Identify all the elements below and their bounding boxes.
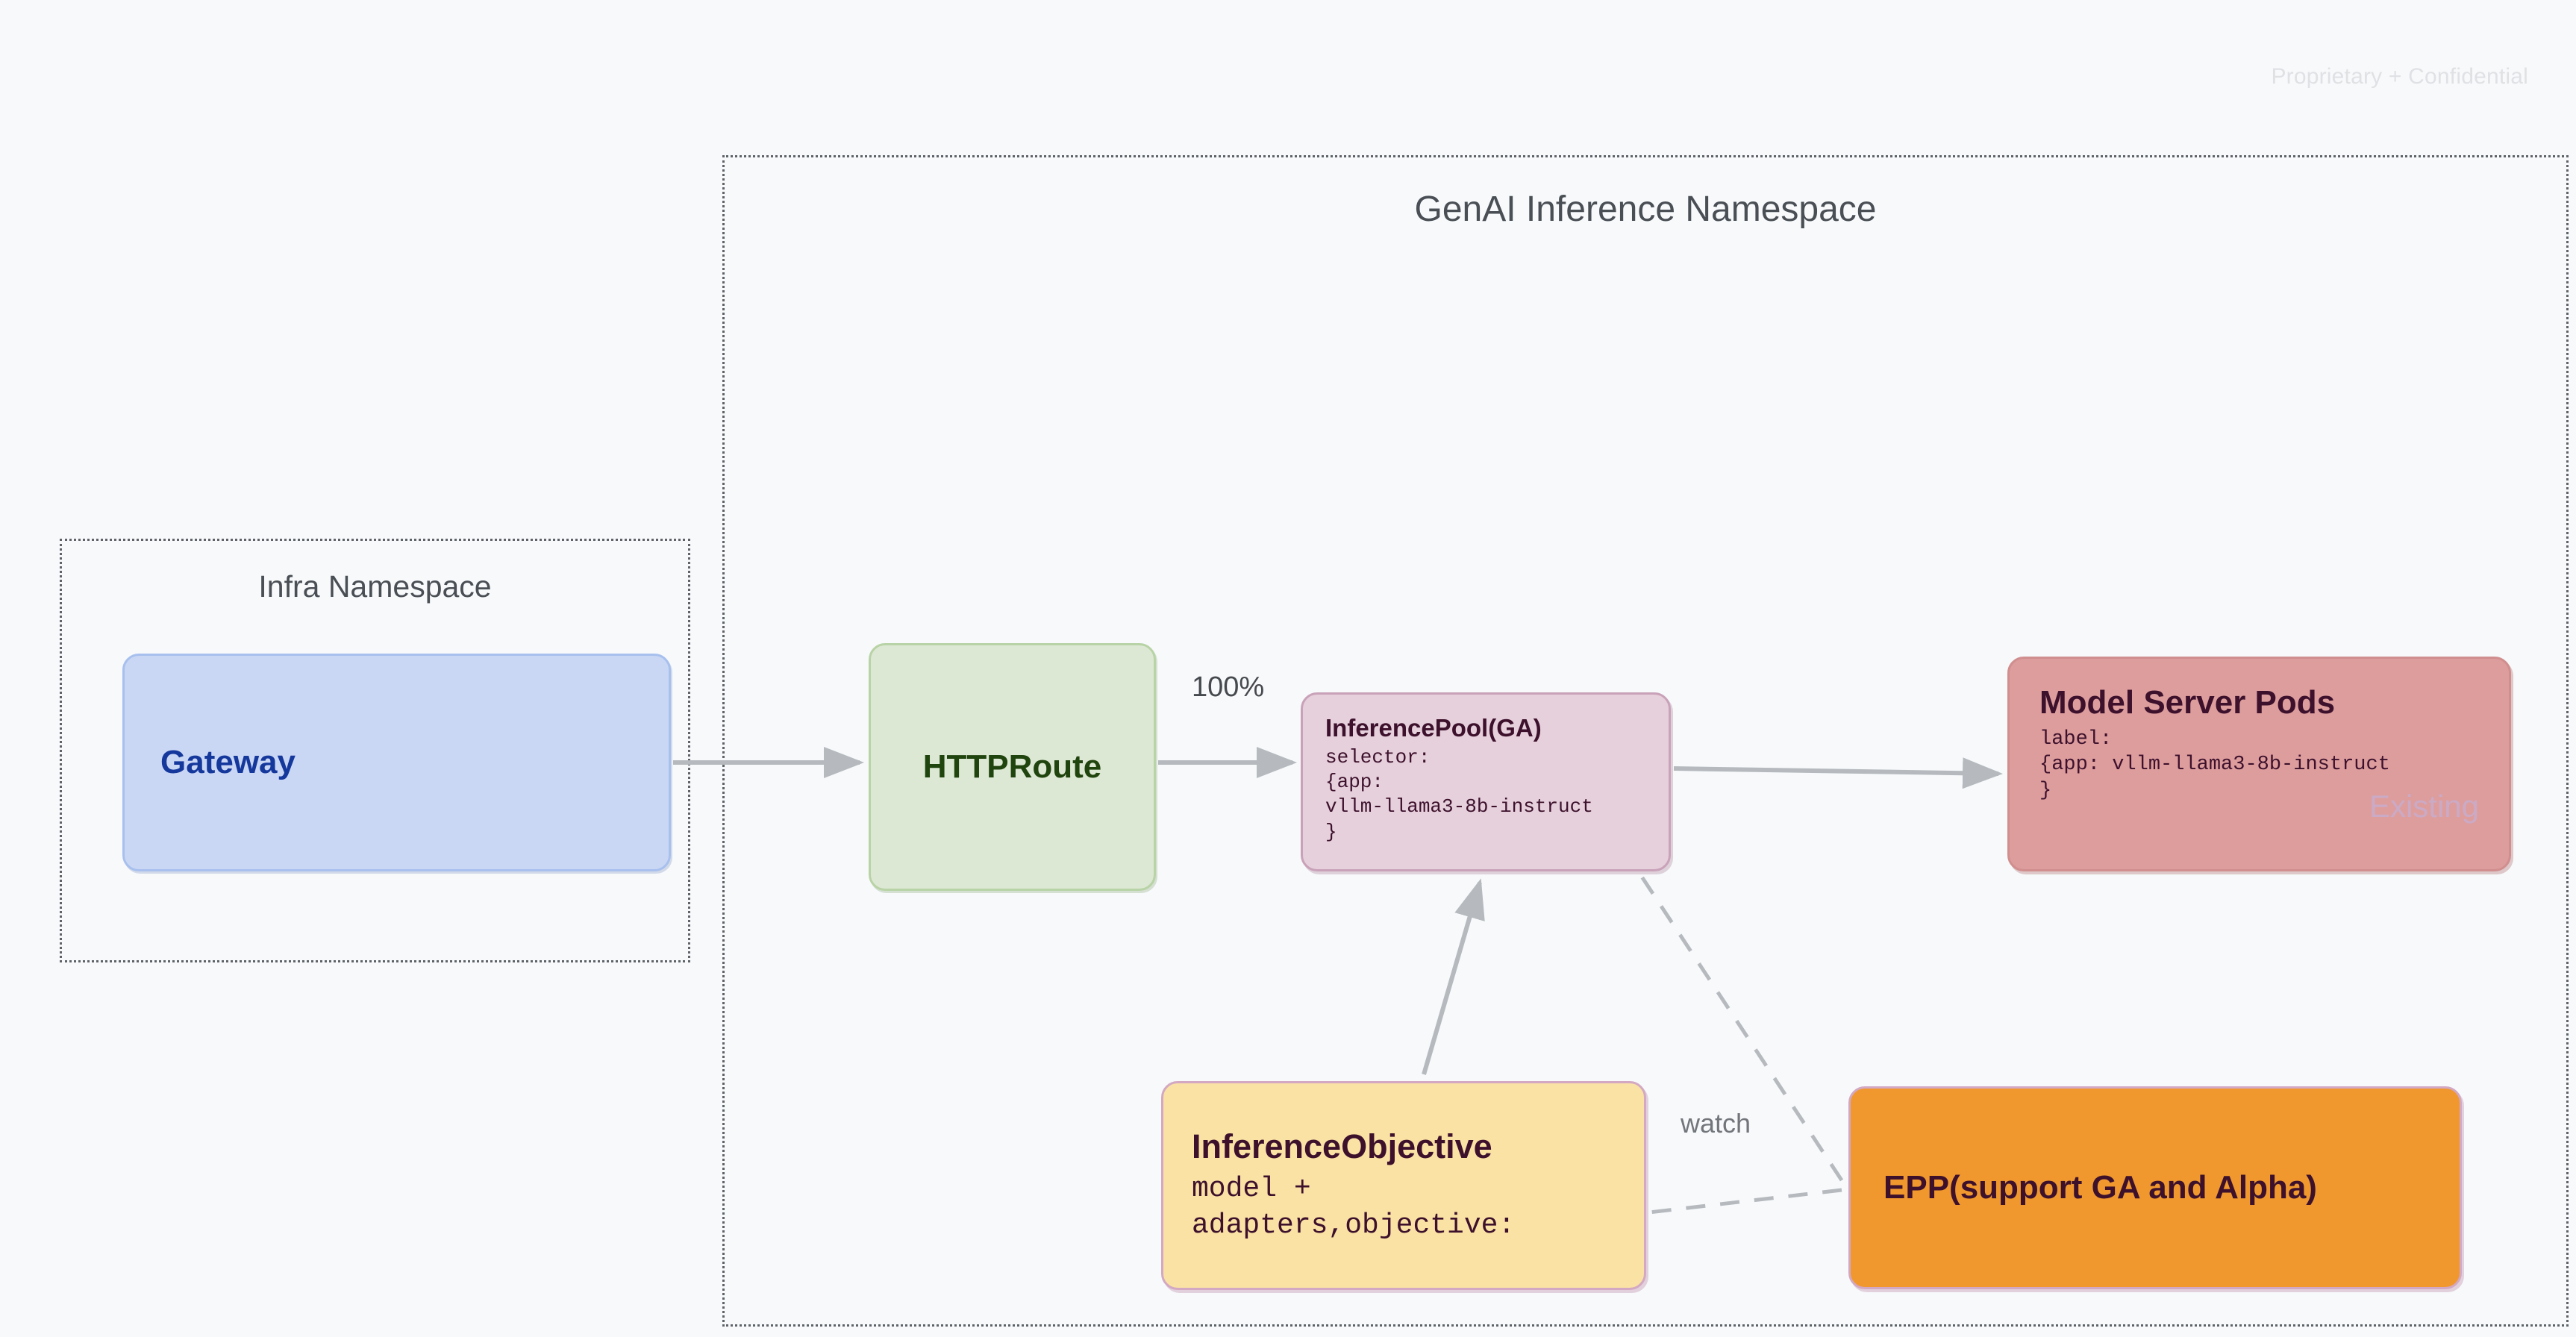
status-badge-existing: Existing [2369, 789, 2479, 824]
node-inferenceobjective[interactable]: InferenceObjective model + adapters,obje… [1161, 1081, 1646, 1290]
node-inferenceobjective-title: InferenceObjective [1192, 1127, 1492, 1165]
node-inferencepool-title: InferencePool(GA) [1325, 714, 1542, 742]
node-epp[interactable]: EPP(support GA and Alpha) [1848, 1086, 2462, 1289]
node-model-server-pods[interactable]: Model Server Pods label: {app: vllm-llam… [2007, 657, 2511, 871]
node-epp-title: EPP(support GA and Alpha) [1883, 1168, 2317, 1206]
node-inferenceobjective-spec: model + adapters,objective: [1192, 1173, 1516, 1242]
node-model-server-pods-spec: label: {app: vllm-llama3-8b-instruct } [2039, 727, 2390, 802]
node-model-server-pods-title: Model Server Pods [2039, 684, 2336, 721]
confidentiality-watermark: Proprietary + Confidential [2271, 64, 2528, 89]
node-httproute[interactable]: HTTPRoute [869, 643, 1156, 891]
namespace-genai-inference: GenAI Inference Namespace [722, 155, 2569, 1327]
edge-label-watch: watch [1681, 1108, 1751, 1139]
node-gateway[interactable]: Gateway [122, 654, 671, 871]
node-httproute-title: HTTPRoute [922, 748, 1102, 785]
namespace-infra: Infra Namespace [60, 539, 690, 962]
edge-label-traffic-weight: 100% [1192, 671, 1265, 703]
node-gateway-title: Gateway [160, 743, 296, 780]
namespace-infra-title: Infra Namespace [258, 569, 492, 604]
node-inferencepool[interactable]: InferencePool(GA) selector: {app: vllm-l… [1301, 692, 1671, 871]
node-inferencepool-spec: selector: {app: vllm-llama3-8b-instruct … [1325, 745, 1593, 843]
namespace-genai-inference-title: GenAI Inference Namespace [1414, 190, 1877, 229]
